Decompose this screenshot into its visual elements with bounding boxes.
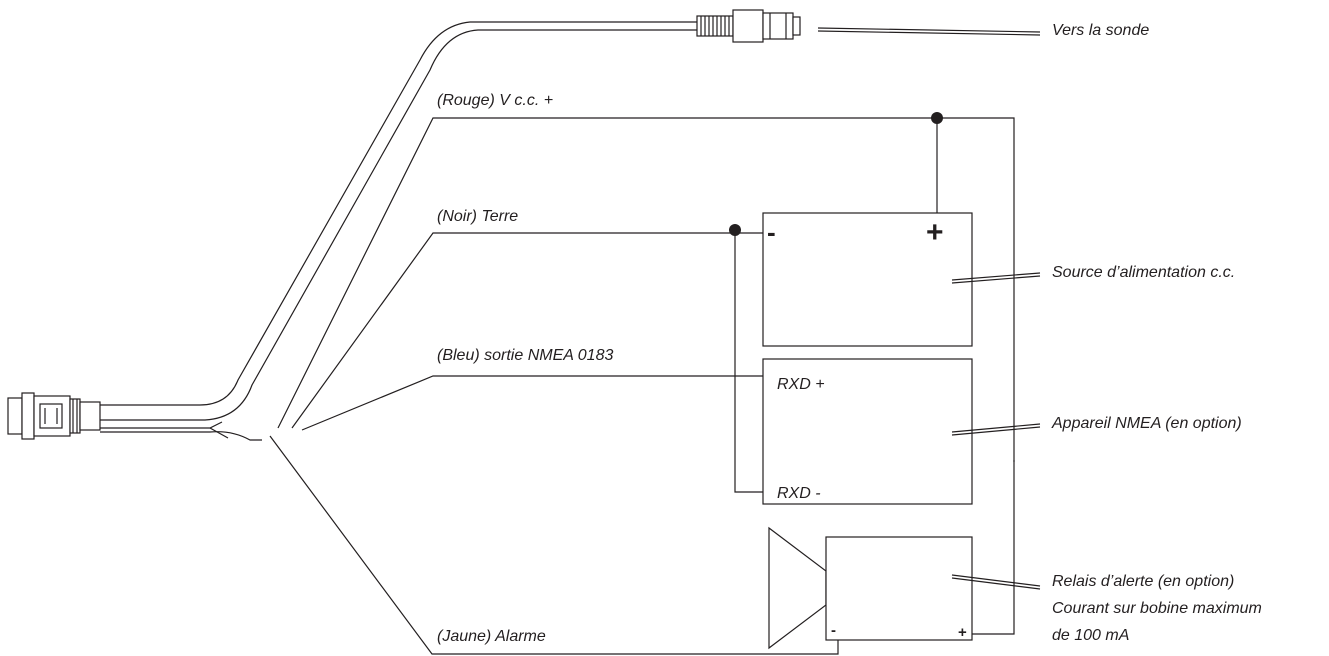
alarm-relay-label-line-2: Courant sur bobine maximum bbox=[1052, 600, 1262, 617]
alarm-relay-box bbox=[825, 536, 973, 641]
alarm-wire-label: (Jaune) Alarme bbox=[437, 628, 546, 645]
sonde-label: Vers la sonde bbox=[1052, 22, 1149, 39]
alarm-wire bbox=[269, 435, 839, 655]
nmea-device-label: Appareil NMEA (en option) bbox=[1051, 415, 1242, 432]
ground-wire bbox=[291, 232, 763, 493]
power-source-label: Source d’alimentation c.c. bbox=[1052, 264, 1235, 281]
power-source-minus: - bbox=[767, 217, 776, 247]
rxd-plus-label: RXD + bbox=[777, 376, 825, 393]
rxd-minus-label: RXD - bbox=[777, 485, 821, 502]
power-source-box bbox=[762, 212, 973, 347]
alarm-relay-leader-line bbox=[951, 574, 1041, 590]
power-source-leader-line bbox=[951, 272, 1041, 284]
alarm-relay-label-line-1: Relais d’alerte (en option) bbox=[1052, 573, 1234, 590]
nmea-wire-label: (Bleu) sortie NMEA 0183 bbox=[437, 347, 613, 364]
alarm-relay-minus: - bbox=[831, 622, 836, 639]
main-connector-icon bbox=[7, 392, 101, 440]
nmea-device-leader-line bbox=[951, 423, 1041, 436]
nmea-wire bbox=[301, 375, 763, 431]
ground-junction-dot bbox=[729, 224, 741, 236]
relay-power-wire bbox=[972, 460, 1015, 635]
main-cable bbox=[100, 21, 697, 441]
power-wire bbox=[277, 117, 1015, 462]
ground-wire-label: (Noir) Terre bbox=[437, 208, 518, 225]
alarm-speaker-icon bbox=[768, 526, 827, 650]
alarm-relay-label-line-3: de 100 mA bbox=[1052, 627, 1129, 644]
alarm-relay-plus: + bbox=[958, 624, 967, 641]
power-source-plus: + bbox=[926, 216, 944, 249]
sonde-leader-line bbox=[817, 27, 1041, 36]
power-wire-label: (Rouge) V c.c. + bbox=[437, 92, 553, 109]
power-junction-dot bbox=[931, 112, 943, 124]
transducer-connector-icon bbox=[696, 9, 801, 43]
nmea-device-box bbox=[762, 358, 973, 505]
